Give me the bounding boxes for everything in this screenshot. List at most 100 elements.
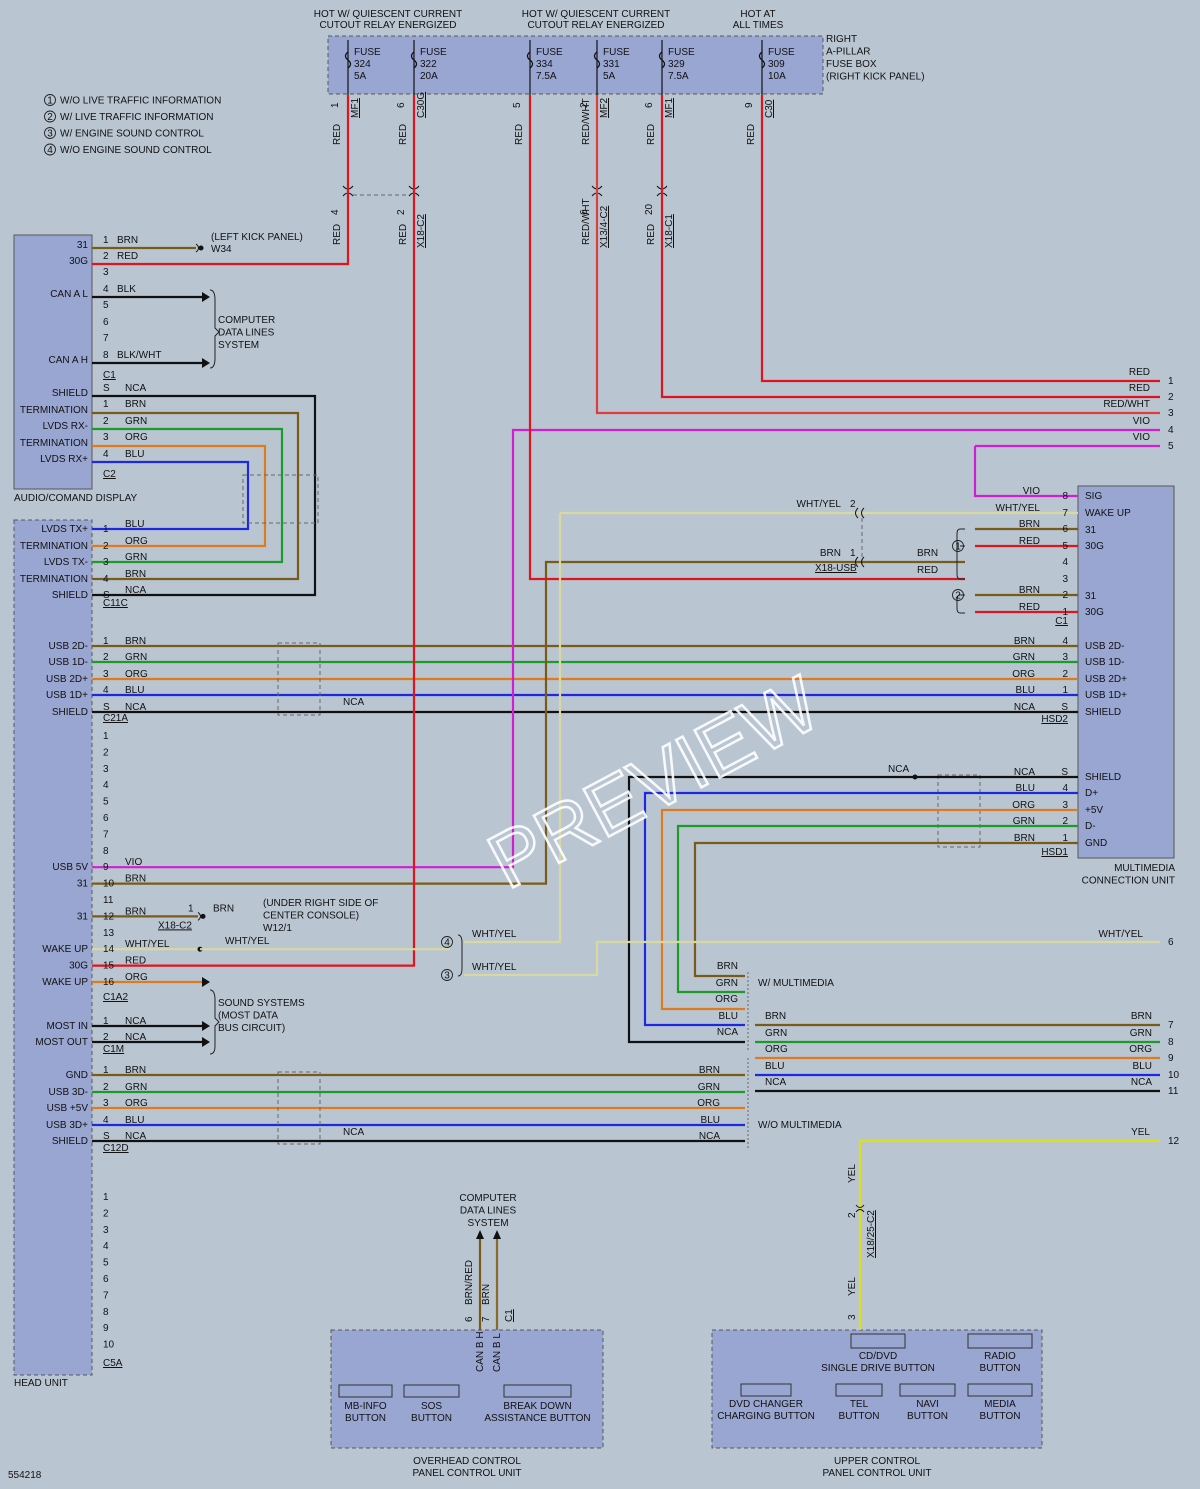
- overhead-button-shape[interactable]: [403, 1384, 460, 1398]
- hu-c1a2-wire-label: BRN: [125, 874, 146, 885]
- hu-c1m-wire-label: NCA: [125, 1016, 146, 1027]
- mm-out-wire-label-left: NCA: [765, 1077, 786, 1088]
- fusebox-label: A-PILLAR: [826, 47, 870, 58]
- hot-label-2: CUTOUT RELAY ENERGIZED: [527, 20, 664, 31]
- w-mm-wire-label: GRN: [716, 978, 738, 989]
- mcu-c1-wire-label: WHT/YEL: [996, 503, 1041, 514]
- wo-multimedia-label: W/O MULTIMEDIA: [758, 1120, 842, 1131]
- mcu-hsd2-signal: USB 1D+: [1085, 690, 1127, 701]
- right-output-number: 10: [1168, 1070, 1180, 1081]
- upper-wire-label: YEL: [847, 1277, 858, 1296]
- arrow-can-a-l: [202, 292, 210, 302]
- bracket: [209, 989, 220, 1055]
- option-num-3: 3: [444, 971, 450, 982]
- w-mm-wire-label: NCA: [717, 1027, 738, 1038]
- mcu-option-1-circle: [952, 540, 964, 552]
- fuse-amp: 20A: [420, 71, 438, 82]
- fusebox-label: RIGHT: [826, 34, 857, 45]
- upper-button-shape[interactable]: [835, 1383, 883, 1397]
- display-c2-wire-label: BLU: [125, 449, 144, 460]
- display-c2-pin: 1: [103, 399, 109, 410]
- mcu-c1-wire-label: BRN: [1019, 585, 1040, 596]
- note-num-2: 2: [47, 112, 53, 123]
- hu-c11c-wire-label: GRN: [125, 552, 147, 563]
- upper-button-label: MEDIA: [984, 1399, 1016, 1410]
- splice-connector-symbol: [855, 507, 865, 568]
- ground-dot: [198, 245, 204, 251]
- mcu-box: [1077, 485, 1175, 859]
- wire-lvds-shield: [92, 394, 317, 597]
- hu-c1m-signal: MOST IN: [47, 1021, 88, 1032]
- hu-c21a-signal: USB 2D-: [49, 641, 88, 652]
- hu-c21a-signal: USB 1D-: [49, 657, 88, 668]
- hu-c1a2-signal: USB 5V: [52, 862, 88, 873]
- overhead-signal: CAN B L: [492, 1333, 503, 1372]
- display-data-text: SYSTEM: [218, 340, 259, 351]
- fuse-symbol: [410, 51, 418, 69]
- mcu-hsd2-pin: 4: [1062, 636, 1068, 647]
- mcu-c1-signal: 31: [1085, 525, 1097, 536]
- mm-out-wire-label-right: GRN: [1130, 1028, 1152, 1039]
- hu-ground-text: W12/1: [263, 923, 292, 934]
- w-mm-wire-label: BLU: [719, 1011, 738, 1022]
- hu-c5a-pin: 5: [103, 1258, 109, 1269]
- note-num-4: 4: [47, 145, 53, 156]
- right-output-number: 12: [1168, 1136, 1180, 1147]
- fuse-wire-label: RED: [646, 124, 657, 145]
- hu-ground-text: CENTER CONSOLE): [263, 911, 359, 922]
- overhead-button-shape[interactable]: [503, 1384, 572, 1398]
- display-connector-c2: C2: [103, 469, 116, 480]
- fuse-symbol: [593, 51, 601, 69]
- option3-wire-label: WHT/YEL: [472, 962, 517, 973]
- upper-button-label: BUTTON: [907, 1411, 948, 1422]
- upper-button-label: TEL: [850, 1399, 869, 1410]
- hu-c11c-wire-label: ORG: [125, 536, 148, 547]
- upper-button-shape[interactable]: [967, 1383, 1033, 1397]
- overhead-pin: 6: [464, 1316, 475, 1322]
- fuse-number: 309: [768, 59, 785, 70]
- display-pin: 8: [103, 350, 109, 361]
- splice-wire-label: WHT/YEL: [797, 499, 842, 510]
- overhead-button-shape[interactable]: [338, 1384, 393, 1398]
- mcu-hsd1-pin: S: [1061, 767, 1068, 778]
- mcu-hsd2-wire-label: ORG: [1012, 669, 1035, 680]
- hu-c1a2-wire-label: VIO: [125, 857, 142, 868]
- inline-connector-symbol: [855, 1204, 865, 1213]
- note-num-3-circle: [44, 127, 56, 139]
- overhead-data-text: SYSTEM: [467, 1218, 508, 1229]
- upper-button-shape[interactable]: [899, 1383, 956, 1397]
- mcu-hsd1-signal: SHIELD: [1085, 772, 1121, 783]
- display-wire-label: BLK: [117, 284, 136, 295]
- fuse-symbol: [658, 51, 666, 69]
- hu-c12d-pin: 2: [103, 1082, 109, 1093]
- hu-c12d-wire-label: BRN: [125, 1065, 146, 1076]
- mcu-hsd1-wire-label: ORG: [1012, 800, 1035, 811]
- wire-out-3: [595, 95, 1160, 415]
- hu-c1a2-wire-label: BRN: [125, 906, 146, 917]
- wo-mm-wire-label: BLU: [701, 1115, 720, 1126]
- mm-out-wire-label-right: NCA: [1131, 1077, 1152, 1088]
- display-c2-pin: S: [103, 383, 110, 394]
- upper-button-shape[interactable]: [967, 1333, 1033, 1349]
- hu-c11c-wire-label: NCA: [125, 585, 146, 596]
- mcu-hsd1-signal: D+: [1085, 788, 1098, 799]
- hu-c1a2-pin: 5: [103, 797, 109, 808]
- right-output-number: 11: [1168, 1086, 1179, 1097]
- upper-button-shape[interactable]: [850, 1333, 906, 1349]
- arrow-wakeup2: [202, 977, 210, 987]
- wire-out-12: [858, 1139, 1160, 1330]
- wire-hsd1-org: [660, 808, 1078, 1011]
- hu-c5a-pin: 6: [103, 1274, 109, 1285]
- fuse-symbol: [526, 51, 534, 69]
- mcu-c1-pin: 2: [1062, 590, 1068, 601]
- mid-pin-number: 4: [330, 209, 341, 215]
- upper-button-shape[interactable]: [740, 1383, 792, 1397]
- upper-title: UPPER CONTROL: [834, 1456, 921, 1467]
- hot-label-1: HOT W/ QUIESCENT CURRENT: [314, 9, 463, 20]
- arrow-overhead: [493, 1230, 501, 1239]
- wire-out-1: [760, 95, 1160, 383]
- module-boxes: [13, 35, 1175, 1449]
- note-text-1: W/O LIVE TRAFFIC INFORMATION: [60, 96, 221, 107]
- display-pin: 3: [103, 267, 109, 278]
- display-c2-pin: 3: [103, 432, 109, 443]
